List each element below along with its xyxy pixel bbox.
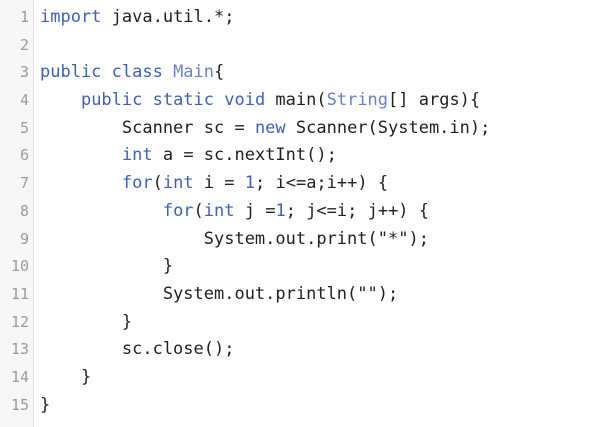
code-text[interactable]: Scanner sc = new Scanner(System.in); (40, 115, 490, 143)
code-token: java.util.*; (101, 7, 235, 27)
keyword-token: public static void (80, 90, 266, 111)
code-line[interactable]: 2 (0, 32, 600, 60)
line-number: 14 (10, 367, 29, 386)
line-number: 4 (19, 91, 29, 110)
code-line[interactable]: 1 import java.util.*; (0, 4, 600, 32)
code-token (40, 201, 163, 221)
line-number: 1 (19, 8, 29, 26)
line-number: 7 (19, 174, 29, 193)
line-number: 6 (19, 146, 29, 165)
line-number: 8 (19, 201, 29, 220)
code-token: [] args){ (388, 90, 481, 111)
code-text[interactable]: } (40, 253, 173, 281)
code-text[interactable]: sc.close(); (40, 336, 235, 364)
type-token: String (326, 90, 389, 111)
line-number: 2 (19, 35, 29, 54)
code-text[interactable]: for(int j =1; j<=i; j++) { (40, 198, 429, 226)
keyword-token: 1 (244, 173, 256, 194)
keyword-token: int (162, 173, 194, 194)
keyword-token: import (40, 7, 102, 27)
keyword-token: new (254, 117, 286, 138)
code-token: System.out.println(""); (40, 283, 399, 304)
code-token: { (214, 62, 225, 83)
code-text[interactable]: } (40, 309, 132, 337)
code-text[interactable]: for(int i = 1; i<=a;i++) { (40, 170, 388, 198)
code-token: } (40, 256, 174, 277)
code-line[interactable]: 15} (0, 392, 600, 420)
code-token: ; i<=a;i++) { (255, 173, 389, 194)
code-line[interactable]: 8 for(int j =1; j<=i; j++) { (0, 198, 600, 226)
code-token: ( (152, 173, 163, 194)
code-line[interactable]: 11 System.out.println(""); (0, 281, 600, 309)
code-text[interactable]: System.out.print("*"); (40, 226, 429, 254)
code-line[interactable]: 7 for(int i = 1; i<=a;i++) { (0, 170, 600, 198)
code-line[interactable]: 13 sc.close(); (0, 336, 600, 364)
line-number: 10 (10, 257, 29, 276)
line-number: 9 (19, 229, 29, 248)
code-text[interactable]: public static void main(String[] args){ (40, 87, 480, 115)
keyword-token: for (121, 173, 153, 194)
code-line[interactable]: 4 public static void main(String[] args)… (0, 87, 600, 115)
code-text[interactable]: public class Main{ (40, 59, 224, 87)
code-text[interactable]: int a = sc.nextInt(); (40, 142, 337, 170)
keyword-token: 1 (275, 200, 286, 221)
code-text[interactable]: import java.util.*; (40, 4, 234, 32)
code-token: } (40, 311, 133, 332)
code-lines[interactable]: 1 import java.util.*; 2 3 public class Main{… (0, 4, 600, 419)
code-token: } (40, 394, 51, 415)
code-token: Scanner(System.in); (285, 117, 491, 138)
code-token (40, 173, 122, 193)
line-number: 13 (10, 340, 29, 359)
code-token: i = (193, 173, 245, 194)
keyword-token: int (121, 145, 153, 166)
code-text[interactable]: } (40, 392, 50, 420)
code-token: ( (193, 200, 204, 221)
line-number: 5 (19, 118, 29, 137)
keyword-token: for (162, 200, 194, 221)
code-token: a = sc.nextInt(); (152, 145, 337, 166)
code-line[interactable]: 9 System.out.print("*"); (0, 226, 600, 254)
line-number-gutter (0, 0, 34, 427)
code-token (40, 90, 81, 110)
code-token (40, 145, 122, 165)
code-token: } (40, 366, 92, 387)
code-token: main( (265, 90, 327, 111)
line-number: 15 (10, 395, 29, 414)
code-text[interactable]: System.out.println(""); (40, 281, 398, 309)
code-line[interactable]: 10 } (0, 253, 600, 281)
code-text[interactable]: } (40, 364, 91, 392)
code-token: sc.close(); (40, 339, 235, 360)
code-line[interactable]: 6 int a = sc.nextInt(); (0, 142, 600, 170)
code-line[interactable]: 12 } (0, 309, 600, 337)
keyword-token: int (203, 200, 235, 221)
code-line[interactable]: 3 public class Main{ (0, 59, 600, 87)
code-token: j = (234, 200, 276, 221)
code-token: ; j<=i; j++) { (285, 200, 430, 221)
code-line[interactable]: 5 Scanner sc = new Scanner(System.in); (0, 115, 600, 143)
keyword-token: public class (40, 62, 174, 83)
line-number: 3 (19, 63, 29, 82)
code-token: Scanner sc = (40, 117, 255, 138)
code-line[interactable]: 14 } (0, 364, 600, 392)
code-token: System.out.print("*"); (40, 228, 429, 249)
line-number: 12 (10, 312, 29, 331)
line-number: 11 (10, 284, 29, 303)
type-token: Main (173, 62, 215, 83)
